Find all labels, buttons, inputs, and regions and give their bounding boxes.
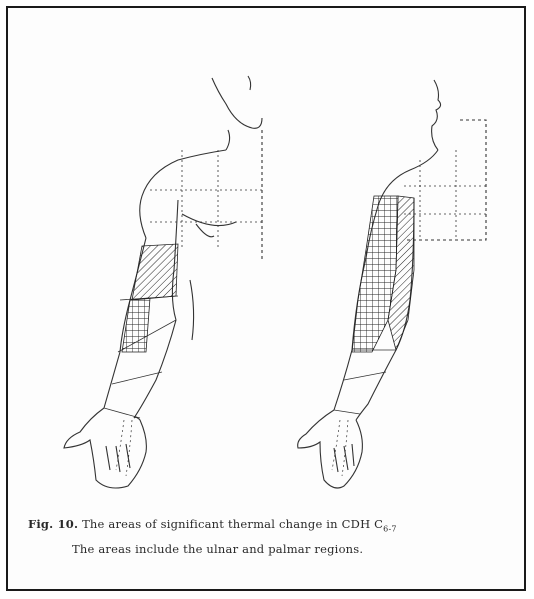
caption-line-2: The areas include the ulnar and palmar r… <box>28 539 508 559</box>
left-hatched-area <box>132 244 178 300</box>
left-grid-area <box>122 298 150 352</box>
caption-subscript: 6-7 <box>383 524 396 533</box>
figure-label: Fig. 10. <box>28 517 78 531</box>
caption-line-1: The areas of significant thermal change … <box>82 517 383 531</box>
figure-caption: Fig. 10. The areas of significant therma… <box>28 514 508 559</box>
